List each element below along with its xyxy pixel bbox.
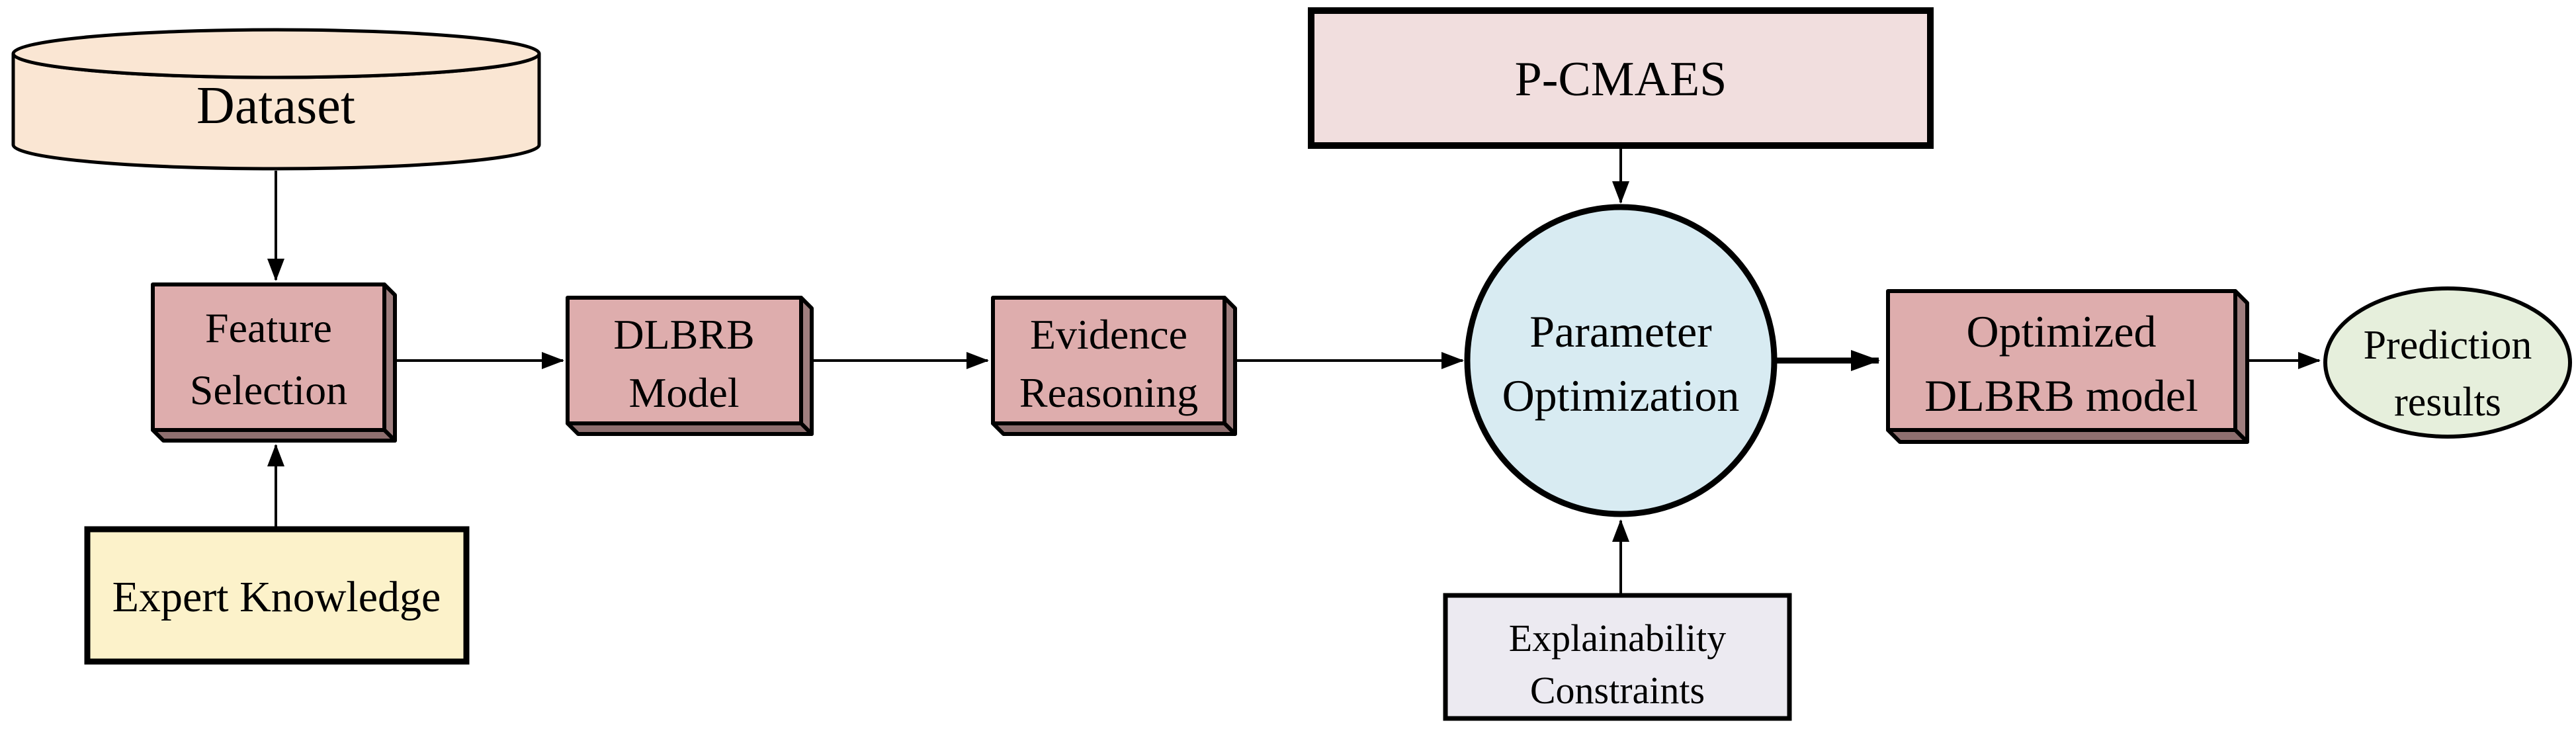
prediction-results-ellipse <box>2323 286 2572 439</box>
optimized-dlbrb-node: Optimized DLBRB model <box>1886 289 2249 444</box>
optimized-dlbrb-face <box>1886 289 2237 432</box>
dlbrb-model-node: DLBRB Model <box>566 296 814 436</box>
edges-layer <box>267 147 2321 594</box>
prediction-results-label-line1: Prediction <box>2364 323 2532 368</box>
pcmaes-box <box>1308 7 1934 149</box>
dlbrb-model-label-line1: DLBRB <box>613 311 754 358</box>
parameter-optimization-node: Parameter Optimization <box>1464 204 1778 517</box>
parameter-optimization-circle <box>1464 204 1778 517</box>
feature-selection-label-line2: Selection <box>190 366 347 413</box>
explainability-constraints-label-line2: Constraints <box>1530 669 1705 712</box>
evidence-reasoning-label-line2: Reasoning <box>1019 369 1198 416</box>
parameter-optimization-label-line2: Optimization <box>1502 370 1740 421</box>
optimized-dlbrb-label-line1: Optimized <box>1966 306 2156 357</box>
explainability-constraints-box <box>1443 593 1792 721</box>
expert-knowledge-label: Expert Knowledge <box>112 573 441 621</box>
feature-selection-face <box>151 282 386 432</box>
parameter-optimization-label-line1: Parameter <box>1529 306 1712 357</box>
dlbrb-model-face <box>566 296 803 425</box>
explainability-constraints-node: Explainability Constraints <box>1443 593 1792 721</box>
pcmaes-node: P-CMAES <box>1308 7 1934 149</box>
dataset-node: Dataset <box>11 28 541 171</box>
dlbrb-model-label-line2: Model <box>628 369 739 416</box>
prediction-results-label-line2: results <box>2394 380 2501 425</box>
dataset-label: Dataset <box>196 77 355 135</box>
feature-selection-node: Feature Selection <box>151 282 397 443</box>
pcmaes-label: P-CMAES <box>1515 52 1727 107</box>
evidence-reasoning-node: Evidence Reasoning <box>991 296 1237 436</box>
feature-selection-label-line1: Feature <box>205 304 332 351</box>
evidence-reasoning-face <box>991 296 1226 425</box>
expert-knowledge-node: Expert Knowledge <box>84 526 470 665</box>
dataset-cylinder-top <box>11 28 541 79</box>
optimized-dlbrb-label-line2: DLBRB model <box>1924 370 2198 421</box>
expert-knowledge-box <box>84 526 470 665</box>
evidence-reasoning-label-line1: Evidence <box>1030 311 1187 358</box>
explainability-constraints-label-line1: Explainability <box>1509 617 1727 660</box>
prediction-results-node: Prediction results <box>2323 286 2572 439</box>
